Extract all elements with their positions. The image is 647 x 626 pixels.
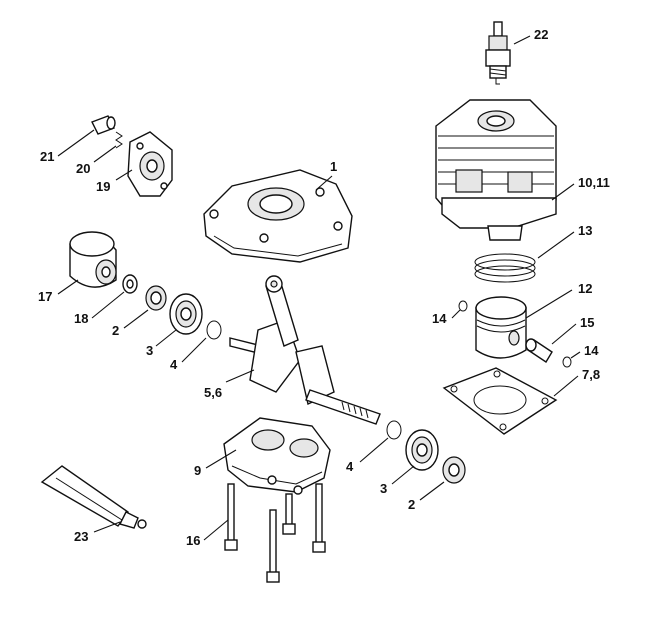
label-21: 21 [40,149,55,164]
label-3-right: 3 [380,481,388,496]
flywheel-cover [69,231,117,288]
shim-right [386,420,402,440]
spark-plug [485,21,511,85]
label-20: 20 [76,161,91,176]
grease-tube [40,465,147,529]
shim-left [206,320,222,340]
cover-plate [127,131,173,197]
label-7-8: 7,8 [582,367,601,382]
crankshaft [229,275,381,425]
label-2-left: 2 [112,323,120,338]
label-14-top: 14 [432,311,447,326]
washer-left [122,274,138,294]
label-23: 23 [74,529,89,544]
piston [475,296,527,359]
cylinder-gasket [442,367,558,435]
label-18: 18 [74,311,89,326]
oil-seal-right [442,456,466,484]
screw-3 [282,493,296,535]
circlip-top [458,300,468,312]
label-12: 12 [578,281,593,296]
label-10-11: 10,11 [578,175,610,190]
ball-bearing-left [169,293,203,335]
label-14-bottom: 14 [584,343,599,358]
label-15: 15 [580,315,595,330]
label-3-left: 3 [146,343,154,358]
leader-lines [57,35,581,541]
label-1: 1 [330,159,338,174]
label-4-right: 4 [346,459,354,474]
crankcase-upper [203,169,353,263]
label-13: 13 [578,223,593,238]
screw-2 [266,509,280,583]
oil-seal-left [145,285,167,311]
crankcase-lower [223,417,331,495]
label-5-6: 5,6 [204,385,223,400]
label-17: 17 [38,289,53,304]
label-2-right: 2 [408,497,416,512]
label-16: 16 [186,533,201,548]
spring [115,131,123,149]
label-4-left: 4 [170,357,178,372]
label-22: 22 [534,27,549,42]
ball-bearing-right [405,429,439,471]
piston-rings [474,253,536,283]
screw-1 [224,483,238,551]
piston-pin [525,338,553,363]
label-19: 19 [96,179,111,194]
label-9: 9 [194,463,202,478]
cylinder [435,99,557,241]
circlip-bottom [562,356,572,368]
plug [91,115,116,135]
screw-4 [312,483,326,553]
